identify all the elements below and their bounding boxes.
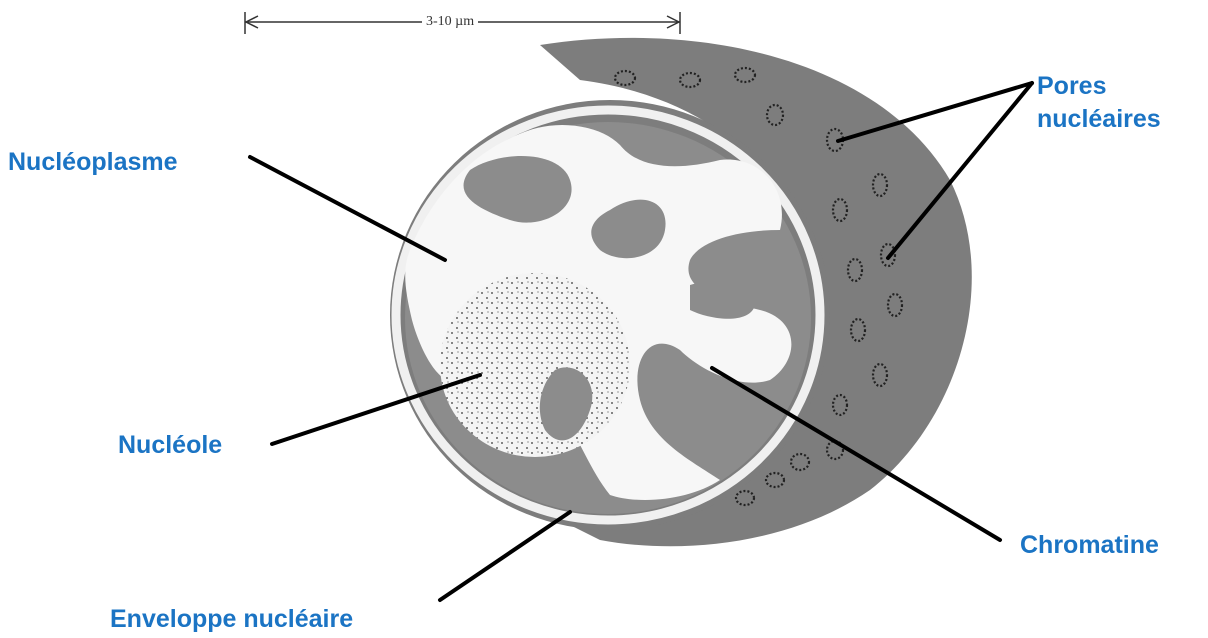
label-pores-line1: Pores — [1037, 70, 1161, 103]
scale-bar-label: 3-10 µm — [422, 14, 478, 30]
leader-line-enveloppe — [440, 512, 570, 600]
label-enveloppe-nucleaire: Enveloppe nucléaire — [110, 603, 353, 636]
label-nucleoplasme: Nucléoplasme — [8, 146, 178, 179]
label-chromatine: Chromatine — [1020, 529, 1159, 562]
label-pores-nucleaires: Pores nucléaires — [1037, 70, 1161, 136]
leader-line-nucleoplasme — [250, 157, 445, 260]
nucleolus-stipple — [440, 273, 630, 457]
label-nucleole: Nucléole — [118, 429, 222, 462]
label-pores-line2: nucléaires — [1037, 103, 1161, 136]
